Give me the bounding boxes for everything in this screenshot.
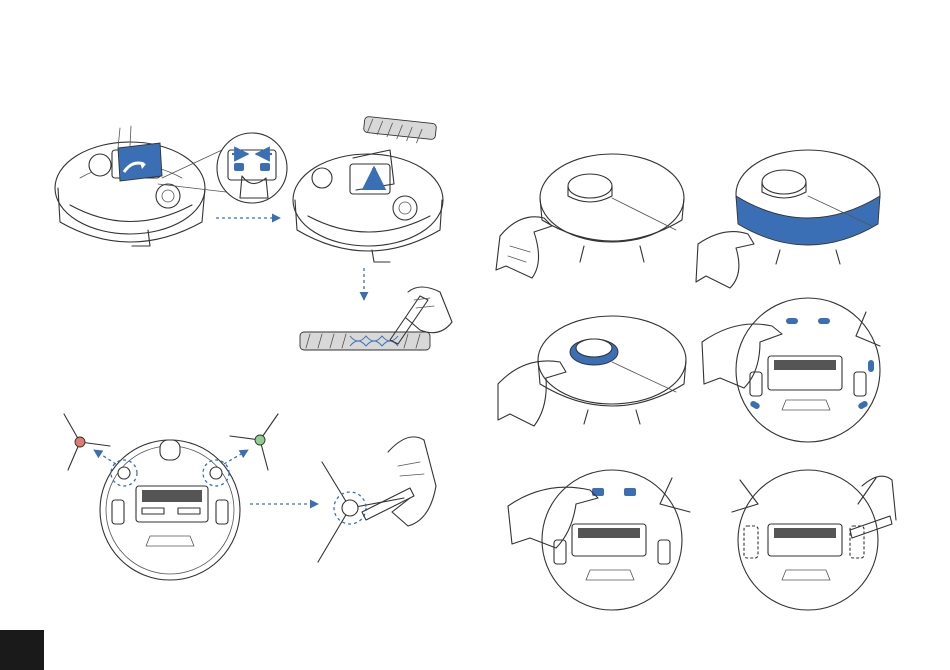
main-brush-removal-illustration bbox=[293, 116, 443, 262]
wipe-bumper-illustration bbox=[496, 154, 684, 278]
robot-cover-open-illustration bbox=[55, 126, 205, 246]
page-corner-tab bbox=[0, 630, 44, 670]
robot-underside-side-brushes-illustration bbox=[64, 414, 278, 580]
left-side-brush-icon bbox=[64, 414, 110, 470]
wipe-cliff-sensors-illustration bbox=[702, 298, 880, 442]
main-brush-hair-cutting-illustration bbox=[300, 287, 452, 350]
side-brush-cleaning-illustration bbox=[318, 437, 436, 562]
right-side-brush-icon bbox=[230, 414, 278, 470]
wipe-lds-cover-illustration bbox=[498, 316, 686, 426]
clean-wheel-area-illustration bbox=[732, 470, 896, 610]
wipe-sensor-strip-illustration bbox=[696, 150, 880, 288]
wipe-charging-contacts-illustration bbox=[508, 470, 690, 610]
main-brush-icon bbox=[363, 116, 436, 143]
